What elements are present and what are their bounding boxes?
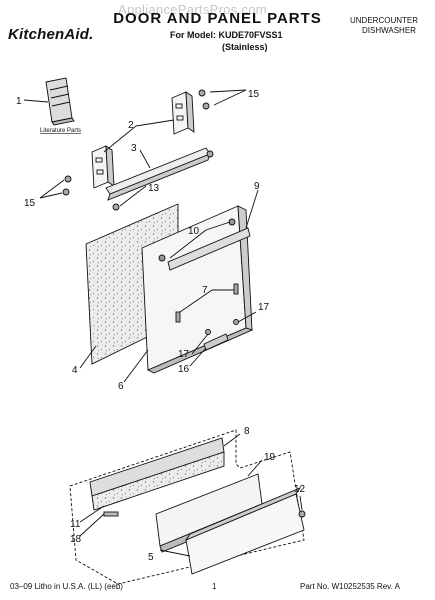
callout-4: 4 <box>72 365 78 376</box>
right-hinge-bracket <box>171 91 195 135</box>
litho-footer: 03–09 Litho in U.S.A. (LL) (eeb) <box>10 582 123 591</box>
toe-panel-clip <box>103 511 119 517</box>
badge-screw <box>233 319 239 325</box>
leader-line <box>189 347 207 367</box>
callout-15-lower: 15 <box>24 198 36 209</box>
leader-line <box>169 229 207 259</box>
callout-19: 19 <box>264 452 276 463</box>
page-number: 1 <box>212 582 217 591</box>
leader-line <box>23 99 49 103</box>
callout-13: 13 <box>148 183 160 194</box>
callout-17-left: 17 <box>178 349 190 360</box>
leader-line <box>139 149 151 169</box>
leader-line <box>39 179 65 199</box>
leader-line <box>135 119 175 127</box>
toe-panel-insulation <box>89 437 225 511</box>
toe-panel-assembly-outline <box>69 429 305 585</box>
leader-line <box>237 311 257 323</box>
leader-line <box>191 333 209 355</box>
callout-9: 9 <box>254 181 260 192</box>
callout-15-upper: 15 <box>248 89 260 100</box>
callout-3: 3 <box>131 143 137 154</box>
kickplate <box>184 487 305 575</box>
callout-16: 16 <box>178 364 190 375</box>
leader-line <box>79 513 105 537</box>
leader-line <box>223 433 241 447</box>
variant-label: (Stainless) <box>222 42 268 52</box>
leader-line <box>119 185 147 207</box>
door-handle <box>167 227 251 271</box>
handle-spacer <box>233 283 239 295</box>
leader-line <box>245 189 259 229</box>
leader-line <box>79 345 97 369</box>
leader-line <box>213 89 247 106</box>
brand-logo: KitchenAid. <box>8 26 94 43</box>
page-title: DOOR AND PANEL PARTS <box>113 10 322 27</box>
callout-6: 6 <box>118 381 124 392</box>
leader-line <box>209 89 247 93</box>
kickplate-screw <box>298 510 306 518</box>
callout-8: 8 <box>244 426 250 437</box>
leader-line <box>159 549 191 557</box>
callout-1: 1 <box>16 96 22 107</box>
appliance-type-line1: UNDERCOUNTER <box>350 16 418 25</box>
appliance-type-line2: DISHWASHER <box>362 26 416 35</box>
handle-spacer <box>175 311 181 323</box>
door-badge <box>203 333 229 351</box>
callout-5: 5 <box>148 552 154 563</box>
callout-10: 10 <box>188 226 200 237</box>
callout-11: 11 <box>70 519 81 530</box>
callout-18: 18 <box>70 534 82 545</box>
leader-line <box>205 221 231 231</box>
leader-line <box>299 495 303 511</box>
leader-line <box>39 192 63 199</box>
callout-12: 12 <box>294 484 306 495</box>
literature-parts-booklet <box>45 77 75 126</box>
callout-17-right: 17 <box>258 302 270 313</box>
badge-screw <box>205 329 211 335</box>
leader-line <box>247 459 263 477</box>
model-line: For Model: KUDE70FVSS1 <box>170 30 283 40</box>
watermark-text: AppliancePartsPros.com <box>118 2 267 17</box>
leader-line <box>179 289 213 313</box>
callout-7: 7 <box>202 285 208 296</box>
leader-line <box>79 505 105 523</box>
left-hinge-bracket <box>91 145 115 189</box>
screw-set <box>62 89 214 211</box>
callout-2: 2 <box>128 120 134 131</box>
leader-line <box>123 349 149 383</box>
literature-parts-label: Literature Parts <box>40 128 81 134</box>
part-number-footer: Part No. W10252535 Rev. A <box>300 582 400 591</box>
leader-line <box>103 125 137 153</box>
